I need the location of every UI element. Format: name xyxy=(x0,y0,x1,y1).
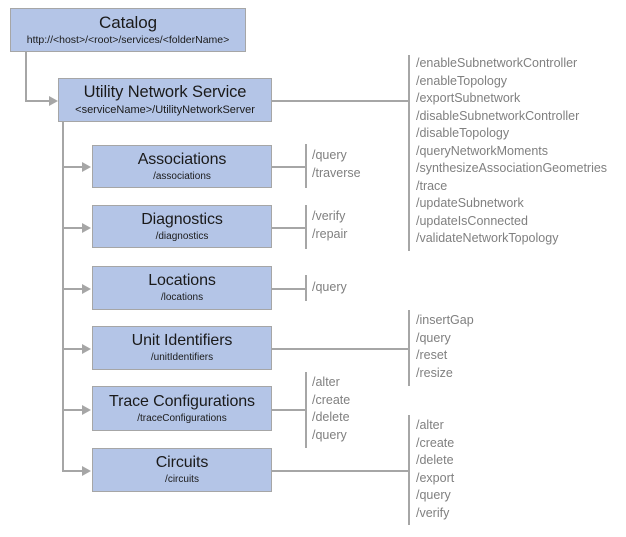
node-unit-identifiers-path: /unitIdentifiers xyxy=(150,352,214,364)
operation-item[interactable]: /delete xyxy=(416,453,454,467)
operation-item[interactable]: /repair xyxy=(312,226,348,241)
operation-bar-trace-configurations xyxy=(305,372,307,448)
operation-item[interactable]: /alter xyxy=(416,418,444,432)
operation-item[interactable]: /synthesizeAssociationGeometries xyxy=(416,161,608,175)
operation-item[interactable]: /updateIsConnected xyxy=(416,213,528,228)
connector-catalog-to-service-vertical xyxy=(25,52,27,101)
operation-item[interactable]: /query xyxy=(416,488,451,502)
node-associations[interactable]: Associations /associations xyxy=(92,145,272,188)
node-diagnostics[interactable]: Diagnostics /diagnostics xyxy=(92,205,272,248)
operation-item[interactable]: /delete xyxy=(312,410,350,424)
connector-catalog-to-service-horizontal xyxy=(25,100,50,102)
node-unit-identifiers[interactable]: Unit Identifiers /unitIdentifiers xyxy=(92,326,272,370)
arrowhead-unit-identifiers xyxy=(82,344,91,354)
connector-trunk-to-circuits xyxy=(62,470,83,472)
arrowhead-locations xyxy=(82,284,91,294)
operations-locations: /query xyxy=(312,279,347,297)
connector-diagnostics-to-operations xyxy=(272,227,306,229)
node-circuits[interactable]: Circuits /circuits xyxy=(92,448,272,492)
operation-item[interactable]: /insertGap xyxy=(416,313,474,327)
node-diagnostics-path: /diagnostics xyxy=(155,230,209,242)
operation-item[interactable]: /query xyxy=(312,427,347,442)
operations-diagnostics: /verify /repair xyxy=(312,208,347,243)
node-utility-network-service-title: Utility Network Service xyxy=(83,83,247,102)
operation-item[interactable]: /verify xyxy=(416,505,450,520)
operation-item[interactable]: /exportSubnetwork xyxy=(416,91,521,105)
operations-unit-identifiers: /insertGap /query /reset /resize xyxy=(416,312,474,382)
operation-bar-unit-identifiers xyxy=(408,310,410,386)
operation-item[interactable]: /validateNetworkTopology xyxy=(416,231,559,245)
operation-item[interactable]: /verify xyxy=(312,209,346,223)
operation-item[interactable]: /disableSubnetworkController xyxy=(416,108,580,123)
node-utility-network-service[interactable]: Utility Network Service <serviceName>/Ut… xyxy=(58,78,272,122)
operation-bar-associations xyxy=(305,144,307,188)
node-circuits-title: Circuits xyxy=(155,454,209,472)
connector-trunk-to-diagnostics xyxy=(62,227,83,229)
operation-item[interactable]: /enableTopology xyxy=(416,73,508,88)
node-unit-identifiers-title: Unit Identifiers xyxy=(131,332,233,350)
operation-bar-locations xyxy=(305,275,307,301)
operations-circuits: /alter /create /delete /export /query /v… xyxy=(416,417,454,522)
arrowhead-catalog-to-service xyxy=(49,96,58,106)
node-associations-path: /associations xyxy=(153,170,211,182)
arrowhead-diagnostics xyxy=(82,223,91,233)
connector-trunk-to-associations xyxy=(62,166,83,168)
arrowhead-circuits xyxy=(82,466,91,476)
connector-trunk-to-locations xyxy=(62,288,83,290)
operation-item[interactable]: /updateSubnetwork xyxy=(416,196,524,210)
connector-unit-identifiers-to-operations xyxy=(272,348,409,350)
connector-locations-to-operations xyxy=(272,288,306,290)
node-catalog[interactable]: Catalog http://<host>/<root>/services/<f… xyxy=(10,8,246,52)
node-diagnostics-title: Diagnostics xyxy=(141,210,223,228)
operation-item[interactable]: /query xyxy=(312,280,347,294)
operation-item[interactable]: /alter xyxy=(312,375,340,389)
connector-trunk-to-trace-configurations xyxy=(62,409,83,411)
node-catalog-path: http://<host>/<root>/services/<folderNam… xyxy=(26,34,230,47)
node-catalog-title: Catalog xyxy=(99,13,157,33)
node-trace-configurations-title: Trace Configurations xyxy=(109,392,255,410)
node-locations-path: /locations xyxy=(160,292,204,304)
operation-item[interactable]: /reset xyxy=(416,348,448,362)
node-utility-network-service-path: <serviceName>/UtilityNetworkServer xyxy=(75,103,255,116)
operations-trace-configurations: /alter /create /delete /query xyxy=(312,374,350,444)
operations-service: /enableSubnetworkController /enableTopol… xyxy=(416,55,607,248)
connector-associations-to-operations xyxy=(272,166,306,168)
operation-item[interactable]: /resize xyxy=(416,365,453,380)
operation-bar-circuits xyxy=(408,415,410,525)
operation-item[interactable]: /traverse xyxy=(312,165,361,180)
node-circuits-path: /circuits xyxy=(165,474,199,486)
arrowhead-trace-configurations xyxy=(82,405,91,415)
operation-item[interactable]: /enableSubnetworkController xyxy=(416,56,578,70)
connector-trunk-to-unit-identifiers xyxy=(62,348,83,350)
connector-service-to-operations xyxy=(272,100,409,102)
operation-item[interactable]: /query xyxy=(416,330,451,345)
connector-service-trunk-vertical xyxy=(62,122,64,471)
node-locations[interactable]: Locations /locations xyxy=(92,266,272,310)
node-trace-configurations[interactable]: Trace Configurations /traceConfiguration… xyxy=(92,386,272,431)
connector-circuits-to-operations xyxy=(272,470,409,472)
operation-item[interactable]: /export xyxy=(416,470,455,485)
operation-bar-diagnostics xyxy=(305,205,307,249)
operations-associations: /query /traverse xyxy=(312,147,361,182)
operation-bar-service xyxy=(408,55,410,251)
connector-trace-configurations-to-operations xyxy=(272,409,306,411)
operation-item[interactable]: /create xyxy=(312,392,351,407)
arrowhead-associations xyxy=(82,162,91,172)
operation-item[interactable]: /trace xyxy=(416,178,448,193)
operation-item[interactable]: /query xyxy=(312,148,347,162)
node-associations-title: Associations xyxy=(137,150,227,168)
node-trace-configurations-path: /traceConfigurations xyxy=(137,412,227,424)
operation-item[interactable]: /queryNetworkMoments xyxy=(416,143,548,158)
operation-item[interactable]: /disableTopology xyxy=(416,126,510,140)
node-locations-title: Locations xyxy=(148,272,216,290)
operation-item[interactable]: /create xyxy=(416,435,455,450)
